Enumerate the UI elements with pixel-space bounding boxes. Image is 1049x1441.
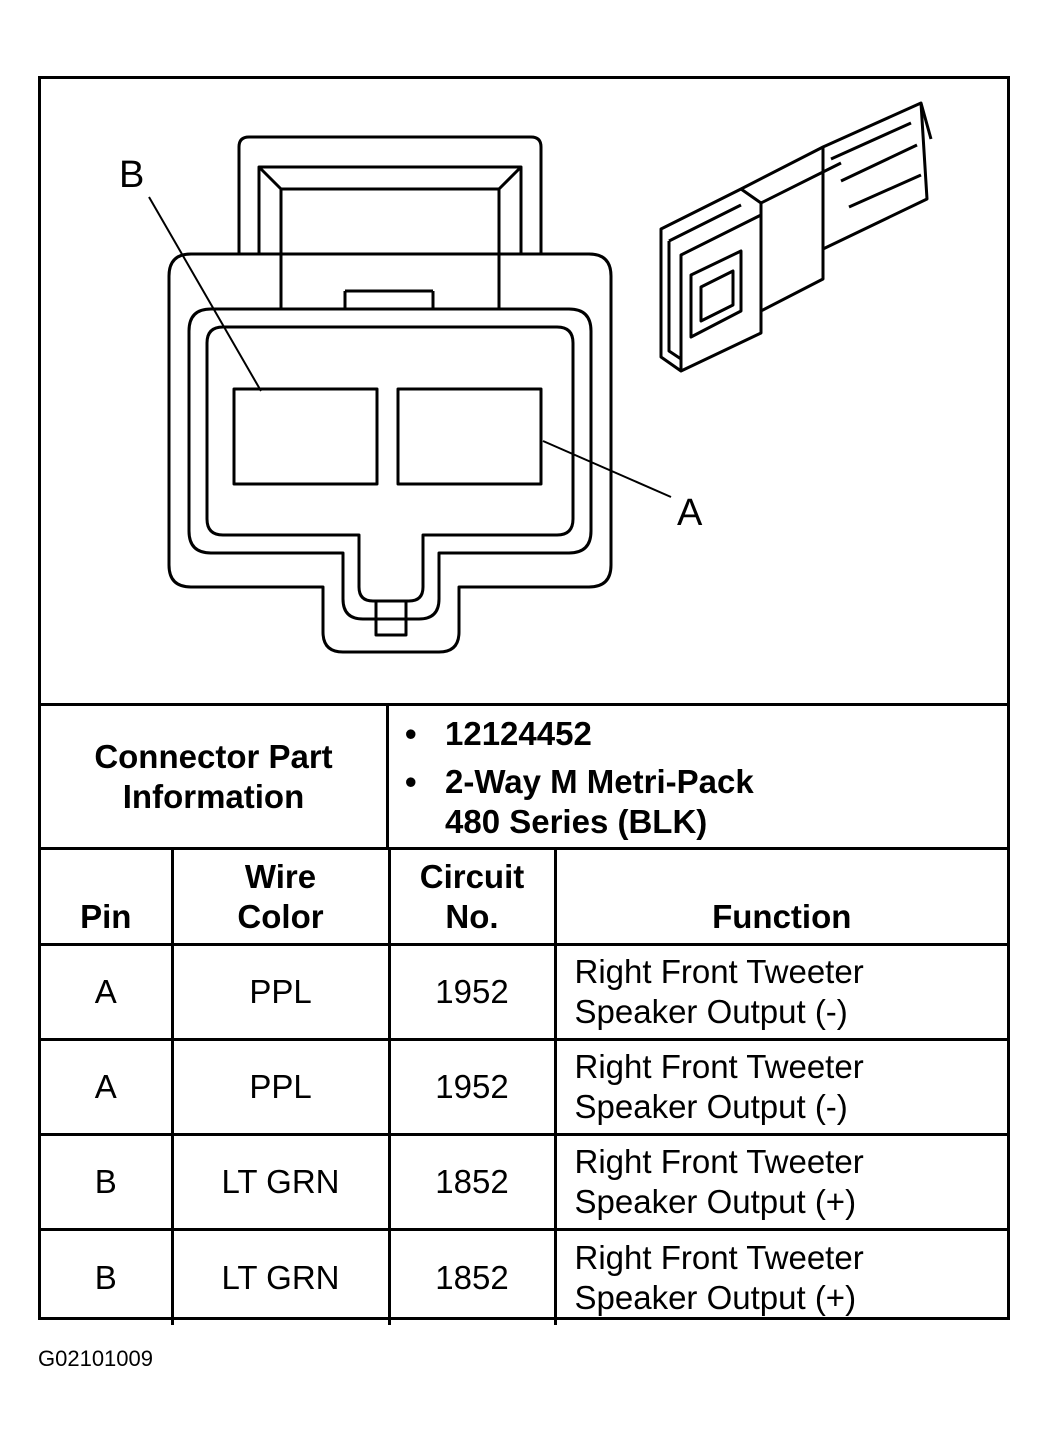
part-description-line2: 480 Series (BLK) <box>445 803 708 840</box>
connector-diagram: B A <box>41 79 1007 703</box>
pin-cell: A <box>41 1038 174 1136</box>
connector-iso-sketch <box>659 101 933 373</box>
wire-color-cell: PPL <box>170 943 391 1041</box>
header-function: Function <box>553 847 1007 946</box>
locking-tab <box>237 135 543 254</box>
callout-b-label: B <box>119 154 144 196</box>
terminal-cavity-b <box>232 387 379 486</box>
callout-a-label: A <box>677 492 703 534</box>
bullet-icon: • <box>405 715 417 752</box>
part-description-item: • 2-Way M Metri-Pack 480 Series (BLK) <box>405 762 754 842</box>
part-description-line1: 2-Way M Metri-Pack <box>445 763 754 800</box>
callout-b-leader <box>148 196 262 392</box>
figure-id: G02101009 <box>38 1346 153 1371</box>
callout-a-leader <box>542 440 672 498</box>
circuit-cell: 1852 <box>387 1228 557 1325</box>
info-label-cell: Connector Part Information <box>41 706 389 847</box>
connector-housing <box>167 252 613 654</box>
pin-cell: B <box>41 1228 174 1325</box>
circuit-cell: 1952 <box>387 943 557 1041</box>
wire-color-cell: LT GRN <box>170 1228 391 1325</box>
connector-part-info: Connector Part Information • 12124452 • … <box>41 703 1007 847</box>
circuit-cell: 1852 <box>387 1133 557 1231</box>
info-label: Connector Part Information <box>94 737 333 815</box>
bullet-icon: • <box>405 763 417 800</box>
wire-color-cell: LT GRN <box>170 1133 391 1231</box>
pin-cell: B <box>41 1133 174 1231</box>
circuit-cell: 1952 <box>387 1038 557 1136</box>
info-values-cell: • 12124452 • 2-Way M Metri-Pack 480 Seri… <box>389 706 1007 847</box>
connector-face-drawing: B A <box>119 101 933 654</box>
connector-figure: B A Connector Part Information • 1212445… <box>38 76 1010 1325</box>
part-number: 12124452 <box>445 715 592 752</box>
part-number-item: • 12124452 <box>405 714 592 754</box>
terminal-cavity-a <box>396 387 543 486</box>
pin-cell: A <box>41 943 174 1041</box>
wire-color-cell: PPL <box>170 1038 391 1136</box>
header-pin: Pin <box>41 847 174 946</box>
